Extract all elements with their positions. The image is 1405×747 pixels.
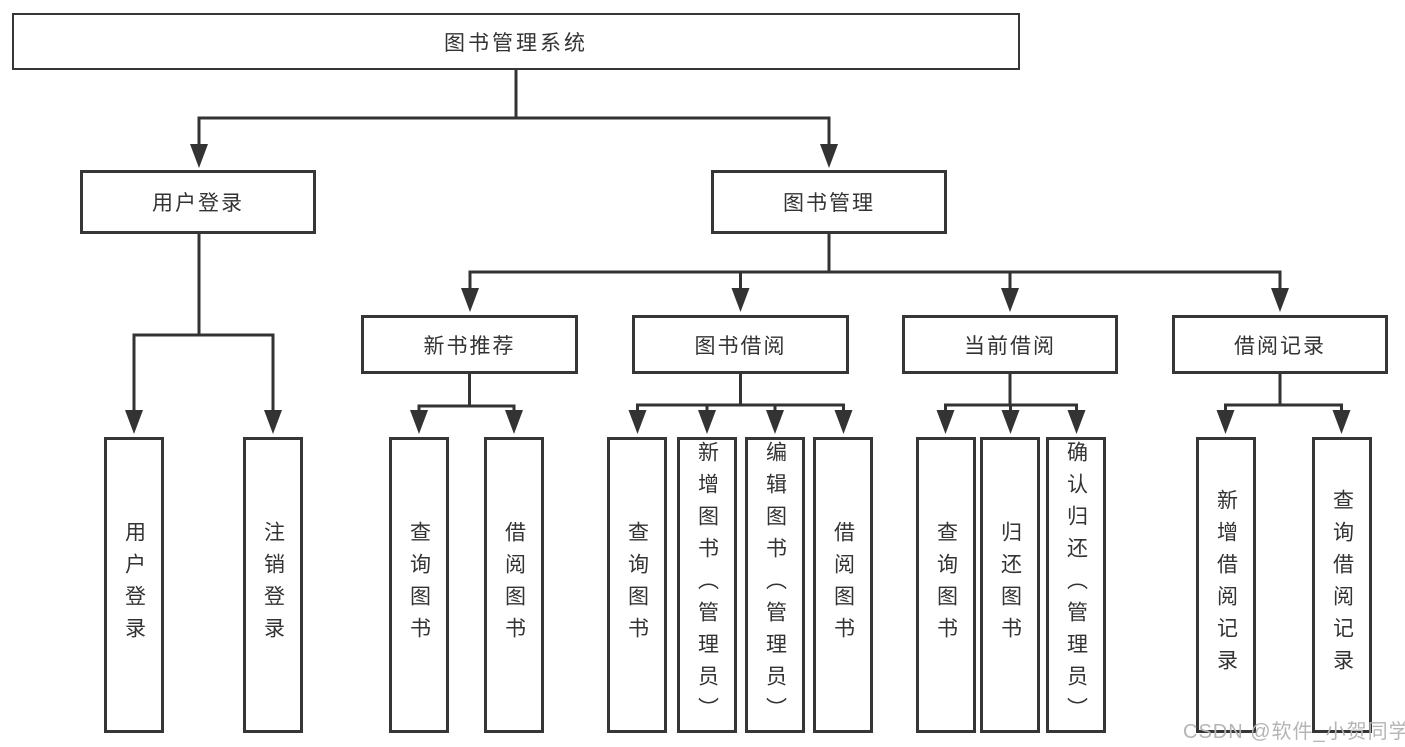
leaf-edit-books-admin: 编辑图书（管理员） xyxy=(745,437,805,733)
arrowhead xyxy=(1332,410,1351,434)
node-user-login: 用户登录 xyxy=(80,170,316,234)
connector-line xyxy=(132,68,1343,414)
node-label: 用户登录 xyxy=(122,521,146,649)
arrowhead xyxy=(628,410,647,434)
node-label: 图书借阅 xyxy=(694,334,787,358)
node-label: 当前借阅 xyxy=(964,334,1056,358)
arrowhead xyxy=(264,410,282,434)
leaf-query-books-current: 查询图书 xyxy=(916,437,976,733)
leaf-confirm-return-admin: 确认归还（管理员） xyxy=(1046,437,1106,733)
node-current-borrowing: 当前借阅 xyxy=(902,315,1118,374)
leaf-logout: 注销登录 xyxy=(243,437,303,733)
arrowhead xyxy=(505,410,523,434)
arrowhead xyxy=(698,410,716,434)
csdn-watermark: CSDN @软件_小贺同学 xyxy=(1183,721,1405,743)
arrowhead xyxy=(125,410,143,434)
node-label: 借阅图书 xyxy=(502,521,526,649)
node-label: 编辑图书（管理员） xyxy=(763,441,787,729)
leaf-add-borrow-record: 新增借阅记录 xyxy=(1196,437,1256,733)
node-book-management: 图书管理 xyxy=(711,170,947,234)
leaf-borrow-books-newrec: 借阅图书 xyxy=(484,437,544,733)
node-label: 借阅图书 xyxy=(831,521,855,649)
leaf-add-books-admin: 新增图书（管理员） xyxy=(677,437,737,733)
node-label: 新增借阅记录 xyxy=(1214,489,1238,681)
leaf-return-books: 归还图书 xyxy=(980,437,1040,733)
leaf-user-login: 用户登录 xyxy=(104,437,164,733)
arrowhead xyxy=(410,410,428,434)
node-borrowing-records: 借阅记录 xyxy=(1172,315,1388,374)
node-label: 确认归还（管理员） xyxy=(1064,441,1088,729)
node-root-library-system: 图书管理系统 xyxy=(12,13,1020,70)
arrowhead xyxy=(1067,410,1086,434)
arrowhead xyxy=(1001,410,1020,434)
node-label: 新书推荐 xyxy=(423,334,516,358)
arrowhead xyxy=(1216,410,1235,434)
leaf-query-books-borrow: 查询图书 xyxy=(607,437,667,733)
node-label: 借阅记录 xyxy=(1234,334,1326,358)
arrowhead xyxy=(461,288,479,312)
arrowheads xyxy=(125,144,1351,434)
arrowhead xyxy=(1271,288,1289,312)
arrowhead xyxy=(936,410,955,434)
node-label: 查询图书 xyxy=(407,521,431,649)
arrowhead xyxy=(766,410,784,434)
arrowhead xyxy=(834,410,853,434)
node-label: 用户登录 xyxy=(152,192,244,215)
leaf-query-borrow-record: 查询借阅记录 xyxy=(1312,437,1372,733)
arrowhead xyxy=(820,144,838,168)
arrowhead xyxy=(190,144,208,168)
node-book-borrowing: 图书借阅 xyxy=(632,315,849,374)
node-label: 查询图书 xyxy=(934,521,958,649)
node-new-book-recommend: 新书推荐 xyxy=(361,315,578,374)
node-label: 查询借阅记录 xyxy=(1330,489,1354,681)
node-label: 注销登录 xyxy=(261,521,285,649)
node-label: 新增图书（管理员） xyxy=(695,441,719,729)
leaf-query-books-newrec: 查询图书 xyxy=(389,437,449,733)
node-label: 图书管理 xyxy=(783,192,875,215)
node-label: 归还图书 xyxy=(998,521,1022,649)
node-label: 图书管理系统 xyxy=(444,31,588,55)
arrowhead xyxy=(1001,288,1019,312)
leaf-borrow-books: 借阅图书 xyxy=(813,437,873,733)
node-label: 查询图书 xyxy=(625,521,649,649)
arrowhead xyxy=(731,288,750,312)
